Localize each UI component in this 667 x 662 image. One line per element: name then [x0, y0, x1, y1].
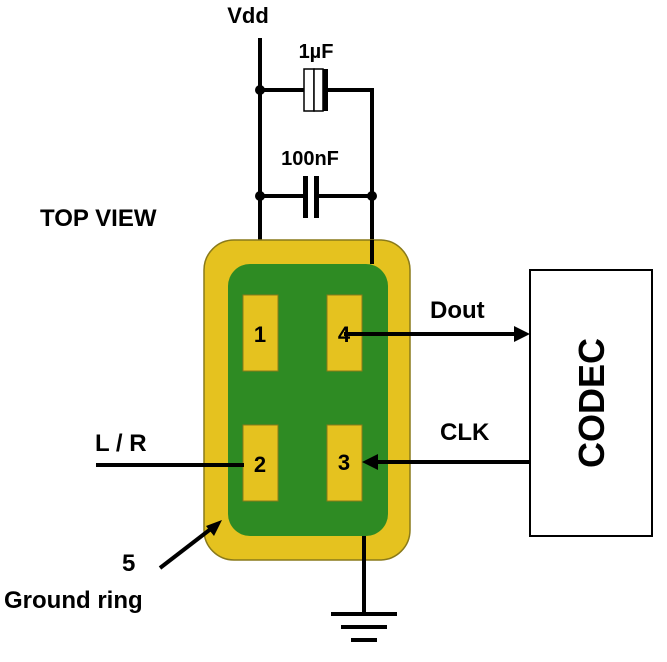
cap1-plate-right: [323, 69, 328, 111]
pad-1: [242, 294, 279, 372]
ground-ring-number: 5: [122, 550, 135, 577]
codec-label: CODEC: [571, 338, 612, 468]
lr-label: L / R: [95, 430, 147, 457]
dout-arrow-icon: [514, 326, 530, 342]
ground-ring-arrow-icon: [206, 520, 222, 536]
ground-ring-pointer: [158, 526, 214, 570]
clk-label: CLK: [440, 419, 490, 446]
junction-dot: [367, 191, 377, 201]
cap2-plate-left: [303, 176, 308, 218]
junction-dot: [255, 85, 265, 95]
cap1-plate-left: [303, 68, 315, 112]
vdd-label: Vdd: [227, 3, 269, 28]
cap2-plate-right: [314, 176, 319, 218]
clk-arrow-icon: [362, 454, 378, 470]
cap2-label: 100nF: [281, 148, 339, 170]
top-view-label: TOP VIEW: [40, 205, 157, 232]
pad-2: [242, 424, 279, 502]
pin-2-label: 2: [254, 452, 266, 477]
dout-label: Dout: [430, 297, 485, 324]
codec-box: [529, 269, 653, 537]
pin-3-label: 3: [338, 450, 350, 475]
junction-dot: [255, 191, 265, 201]
ground-ring-label: Ground ring: [4, 587, 143, 614]
pin-1-label: 1: [254, 322, 266, 347]
cap1-plate-mid: [313, 68, 324, 112]
cap1-label: 1µF: [299, 41, 334, 63]
pad-3: [326, 424, 363, 502]
